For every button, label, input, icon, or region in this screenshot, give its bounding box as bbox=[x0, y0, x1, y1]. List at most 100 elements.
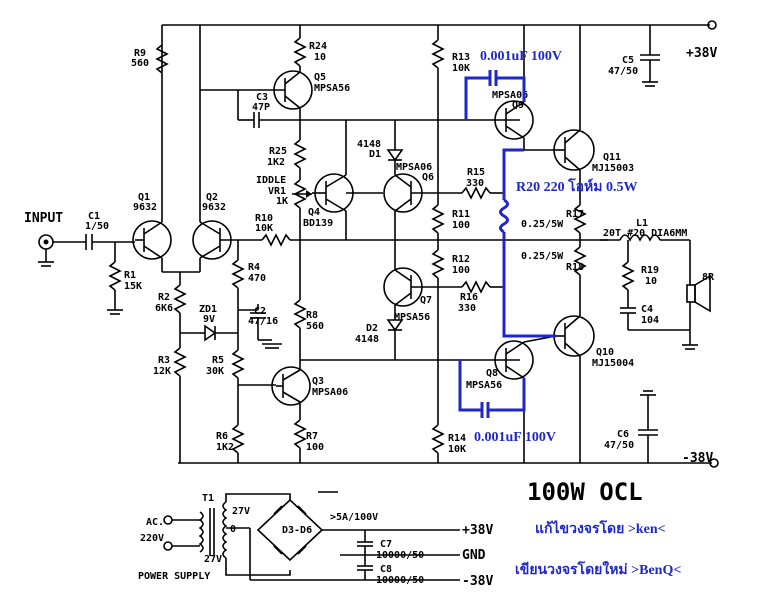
idle-label: IDDLE bbox=[256, 175, 286, 186]
r6-value: 1K2 bbox=[216, 442, 234, 453]
negative-rail bbox=[178, 458, 719, 468]
q6-value: MPSA06 bbox=[396, 162, 432, 173]
r4-label: R4 bbox=[248, 262, 260, 273]
ps-ac-voltage: 220V bbox=[140, 533, 164, 544]
c6-value: 47/50 bbox=[604, 440, 634, 451]
c4-value: 104 bbox=[641, 315, 659, 326]
zd1-value: 9V bbox=[203, 314, 215, 325]
r24-value: 10 bbox=[314, 52, 326, 63]
ps-bridge-rating: >5A/100V bbox=[330, 512, 378, 523]
q3-label: Q3 bbox=[312, 376, 324, 387]
q3-value: MPSA06 bbox=[312, 387, 348, 398]
ps-out-neg: -38V bbox=[462, 574, 493, 589]
r2-label: R2 bbox=[158, 292, 170, 303]
r17-label: R17 bbox=[566, 209, 584, 220]
r1-label: R1 bbox=[124, 270, 136, 281]
q9-value: MPSA06 bbox=[492, 90, 528, 101]
r17-r18 bbox=[500, 204, 608, 276]
r25-vr1 bbox=[292, 139, 312, 300]
q5-label: Q5 bbox=[314, 72, 326, 83]
d1-q6-q7-d2 bbox=[346, 120, 438, 360]
ps-out-pos: +38V bbox=[462, 523, 493, 538]
r3-value: 12K bbox=[153, 366, 171, 377]
c6-label: C6 bbox=[617, 429, 629, 440]
r18-label: R18 bbox=[566, 262, 584, 273]
r8-resistor bbox=[293, 299, 307, 360]
ps-ac-label: AC. bbox=[146, 517, 164, 528]
c2-value: 47/16 bbox=[248, 316, 278, 327]
d1-value: 4148 bbox=[357, 139, 381, 150]
r14-label: R14 bbox=[448, 433, 466, 444]
r11-label: R11 bbox=[452, 209, 470, 220]
ps-tap0: 0 bbox=[230, 524, 236, 535]
q3-transistor bbox=[271, 360, 311, 463]
q1-value: 9632 bbox=[133, 202, 157, 213]
ps-bridge: D3-D6 bbox=[282, 525, 312, 536]
q2-value: 9632 bbox=[202, 202, 226, 213]
r15-label: R15 bbox=[467, 167, 485, 178]
r9-value: 560 bbox=[131, 58, 149, 69]
ps-title: POWER SUPPLY bbox=[138, 571, 210, 582]
ps-t1-label: T1 bbox=[202, 493, 214, 504]
l1-value: 20T #20 DIA6MM bbox=[603, 228, 687, 239]
r4-value: 470 bbox=[248, 273, 266, 284]
r18-value: 0.25/5W bbox=[521, 251, 564, 262]
q7-label: Q7 bbox=[420, 295, 432, 306]
d1-label: D1 bbox=[369, 149, 381, 160]
r25-value: 1K2 bbox=[267, 157, 285, 168]
d2-label: D2 bbox=[366, 323, 378, 334]
r9-label: R9 bbox=[134, 48, 146, 59]
q11-value: MJ15003 bbox=[592, 163, 634, 174]
c1-label: C1 bbox=[88, 211, 100, 222]
r4-r5-r6 bbox=[231, 240, 282, 463]
mod-r20-label: R20 220 โอห์ม 0.5W bbox=[516, 177, 638, 195]
r5-label: R5 bbox=[212, 355, 224, 366]
r8-label: R8 bbox=[306, 310, 318, 321]
power-supply bbox=[163, 491, 460, 581]
input-jack bbox=[38, 234, 86, 267]
r19-label: R19 bbox=[641, 265, 659, 276]
ps-c7-value: 10000/50 bbox=[376, 550, 424, 561]
c5-capacitor bbox=[640, 25, 660, 87]
q11-transistor bbox=[553, 25, 595, 205]
r14-value: 10K bbox=[448, 444, 466, 455]
q10-label: Q10 bbox=[596, 347, 614, 358]
r11-value: 100 bbox=[452, 220, 470, 231]
r2-r3-chain bbox=[173, 272, 200, 463]
mod-bottom-cap bbox=[458, 360, 526, 418]
c3-capacitor bbox=[237, 90, 300, 128]
output-network bbox=[600, 234, 711, 350]
mod-bottom-cap-label: 0.001uF 100V bbox=[474, 430, 556, 445]
c1-value: 1/50 bbox=[85, 221, 109, 232]
c4-label: C4 bbox=[641, 304, 653, 315]
q1-transistor bbox=[132, 25, 172, 272]
r7-value: 100 bbox=[306, 442, 324, 453]
r7-label: R7 bbox=[306, 431, 318, 442]
q1-label: Q1 bbox=[138, 192, 150, 203]
c3-label: C3 bbox=[256, 92, 268, 103]
r17-value: 0.25/5W bbox=[521, 219, 564, 230]
mod-r20 bbox=[499, 148, 556, 338]
credit-redrawn: เขียนวงจรโดยใหม่ >BenQ< bbox=[515, 560, 681, 578]
q2-label: Q2 bbox=[206, 192, 218, 203]
r1-value: 15K bbox=[124, 281, 142, 292]
q7-value: MPSA56 bbox=[394, 312, 430, 323]
r16-value: 330 bbox=[458, 303, 476, 314]
neg-rail-label: -38V bbox=[682, 451, 713, 466]
r8-value: 560 bbox=[306, 321, 324, 332]
positive-rail bbox=[162, 20, 717, 30]
q10-transistor bbox=[553, 275, 595, 463]
c3-value: 47P bbox=[252, 102, 270, 113]
c1-capacitor bbox=[85, 234, 135, 250]
mod-top-cap-label: 0.001uF 100V bbox=[480, 49, 562, 64]
d2-value: 4148 bbox=[355, 334, 379, 345]
vr1-label: VR1 bbox=[268, 186, 286, 197]
q5-value: MPSA56 bbox=[314, 83, 350, 94]
r10-value: 10K bbox=[255, 223, 273, 234]
ps-tap2: 27V bbox=[204, 554, 222, 565]
c2-label: C2 bbox=[254, 306, 266, 317]
r2-value: 6K6 bbox=[155, 303, 173, 314]
vr1-value: 1K bbox=[276, 196, 288, 207]
r10-resistor bbox=[240, 233, 500, 247]
